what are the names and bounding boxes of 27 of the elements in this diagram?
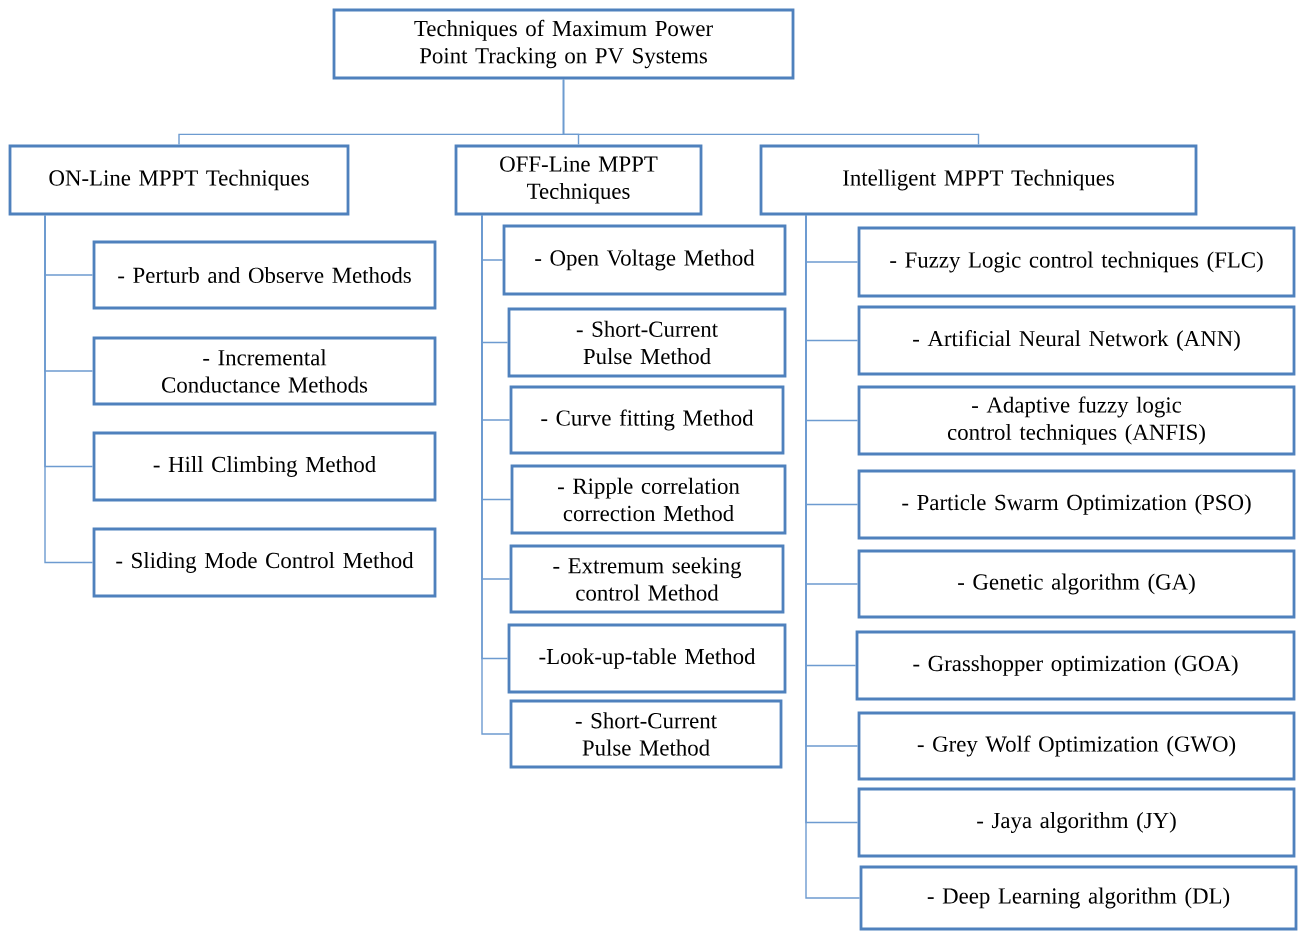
method-box: - Hill Climbing Method: [92, 431, 437, 502]
connector-line: [562, 78, 980, 146]
method-box: - Extremum seeking control Method: [509, 544, 785, 614]
connector-line: [44, 214, 94, 564]
method-box: - Short-Current Pulse Method: [509, 699, 783, 769]
method-box: -Look-up-table Method: [507, 623, 787, 694]
method-box: - Curve fitting Method: [509, 385, 785, 455]
method-box: - Sliding Mode Control Method: [92, 527, 437, 598]
method-box: - Particle Swarm Optimization (PSO): [857, 469, 1296, 540]
title-box: Techniques of Maximum Power Point Tracking on PV Systems: [332, 8, 795, 80]
category-box: ON-Line MPPT Techniques: [8, 144, 350, 216]
method-box: - Fuzzy Logic control techniques (FLC): [857, 226, 1296, 298]
method-box: - Adaptive fuzzy logic control techniques (ANFIS): [857, 385, 1296, 456]
method-box: - Incremental Conductance Methods: [92, 336, 437, 406]
method-box: - Artificial Neural Network (ANN): [857, 305, 1296, 376]
method-box: - Open Voltage Method: [502, 224, 787, 296]
method-box: - Genetic algorithm (GA): [857, 549, 1296, 619]
category-box: OFF-Line MPPT Techniques: [454, 144, 703, 216]
method-box: - Perturb and Observe Methods: [92, 240, 437, 310]
connector-line: [481, 214, 511, 735]
method-box: - Deep Learning algorithm (DL): [859, 865, 1298, 931]
method-box: - Grey Wolf Optimization (GWO): [857, 711, 1296, 781]
method-box: - Grasshopper optimization (GOA): [855, 630, 1296, 701]
category-box: Intelligent MPPT Techniques: [759, 144, 1198, 216]
method-box: - Ripple correlation correction Method: [510, 464, 787, 535]
method-box: - Short-Current Pulse Method: [507, 307, 787, 378]
method-box: - Jaya algorithm (JY): [857, 787, 1296, 858]
